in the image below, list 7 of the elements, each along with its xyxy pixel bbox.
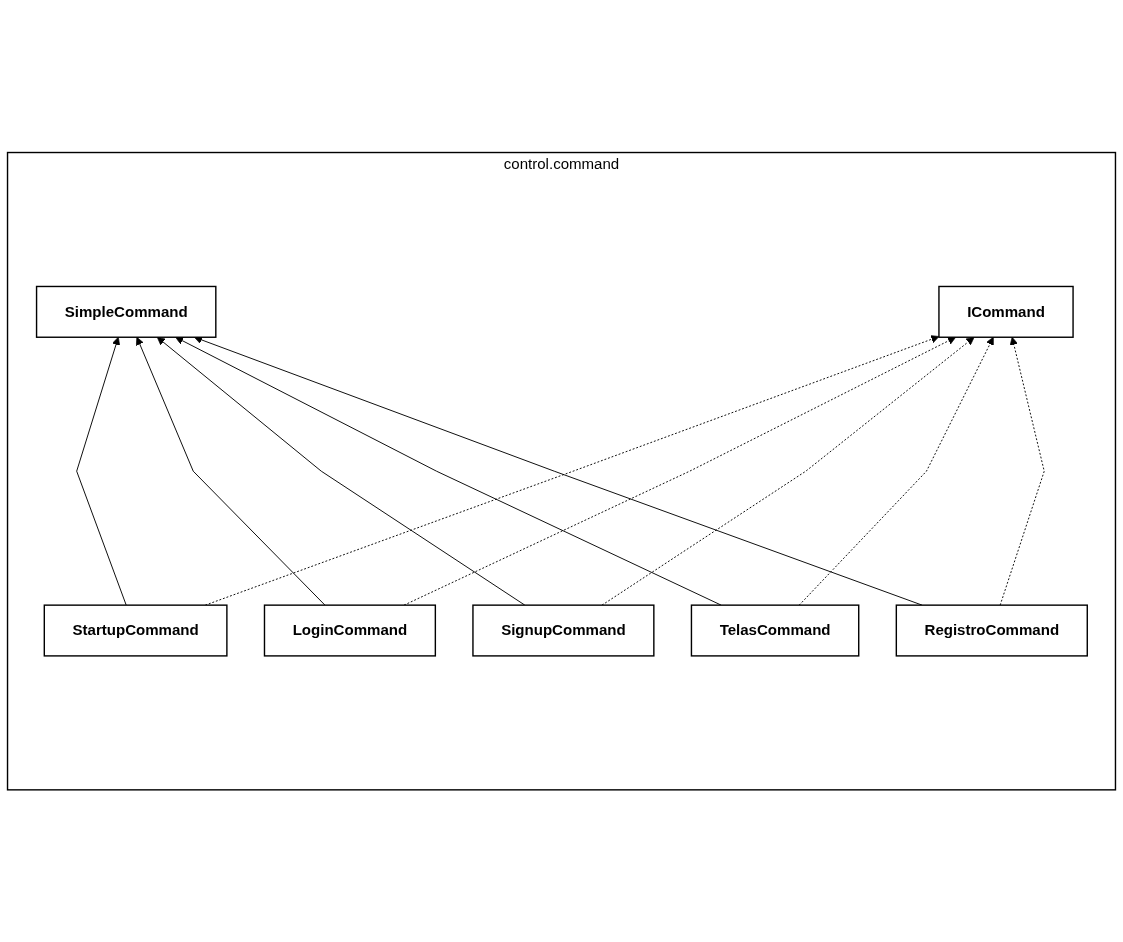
node-box: ICommand (938, 285, 1074, 338)
node-box: TelasCommand (690, 604, 860, 657)
node-box: RegistroCommand (895, 604, 1088, 657)
node-box: SimpleCommand (35, 285, 217, 338)
node-box: SignupCommand (472, 604, 655, 657)
node-box: StartupCommand (43, 604, 228, 657)
node-box: LoginCommand (263, 604, 437, 657)
